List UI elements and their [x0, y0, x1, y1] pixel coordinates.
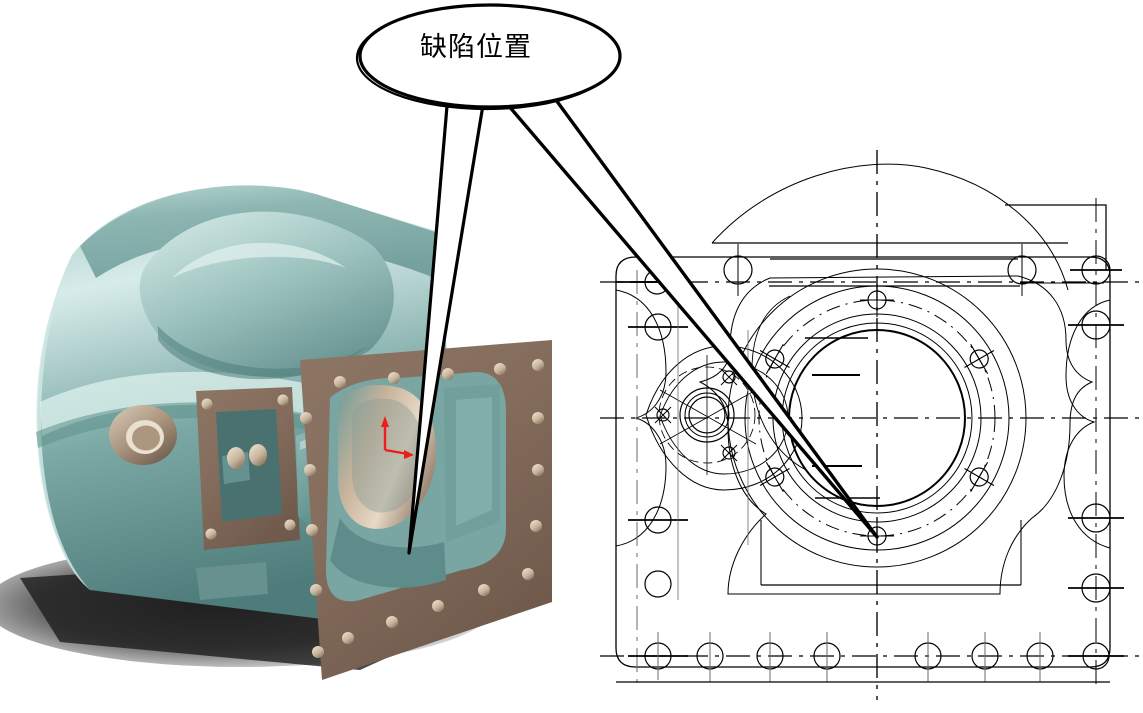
top-row-bolt-holes: [723, 244, 1122, 296]
boss-step-rectangle: [760, 258, 1022, 586]
bottom-row-bolt-holes: [616, 632, 1124, 683]
end-flange: [300, 340, 552, 680]
origin-triad-marker: [381, 416, 414, 459]
bore-bolt-holes: [759, 283, 995, 553]
side-port: [109, 405, 177, 465]
centerlines: [600, 150, 1143, 700]
leader-to-3d-model: [407, 103, 485, 555]
leader-to-2d-drawing: [506, 98, 879, 539]
flange-bolt-ring: [300, 359, 544, 658]
inspection-port-flange: [196, 387, 300, 550]
mounting-foot: [196, 562, 268, 600]
secondary-boss: [645, 345, 803, 491]
callout-balloon[interactable]: [358, 3, 622, 109]
3d-model-view: [0, 150, 556, 713]
right-column-bolt-holes: [1068, 310, 1124, 603]
